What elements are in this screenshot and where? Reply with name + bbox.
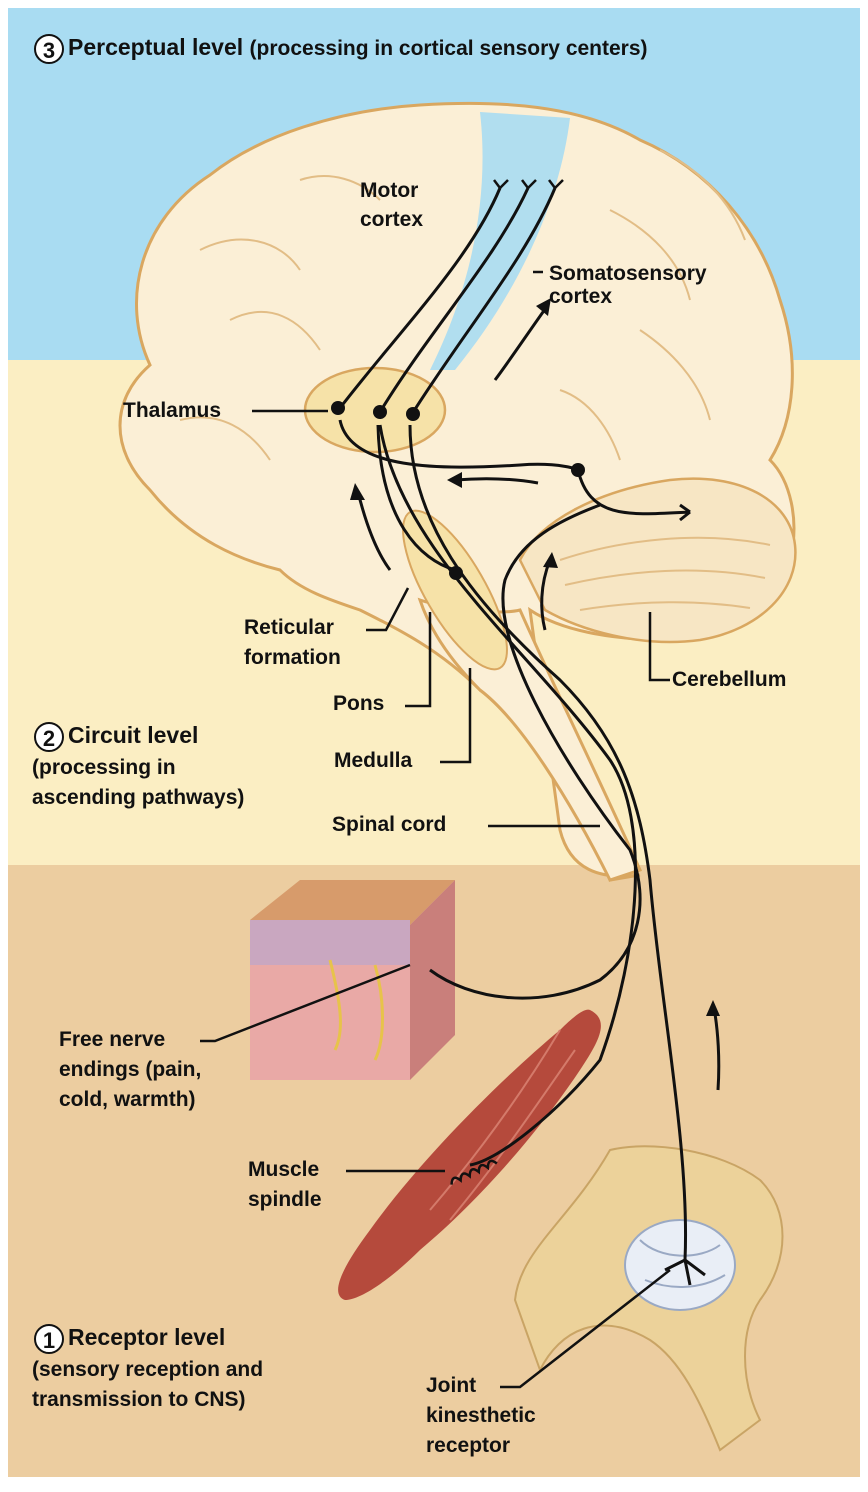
reticular-formation-label-2: formation [244, 646, 341, 669]
free-nerve-endings-label-3: cold, warmth) [59, 1088, 196, 1111]
cerebellum-label: Cerebellum [672, 668, 787, 691]
receptor-level-title: Receptor level [68, 1324, 226, 1350]
circuit-level-title: Circuit level [68, 722, 199, 748]
joint-receptor-label-3: receptor [426, 1434, 511, 1457]
free-nerve-endings-label-1: Free nerve [59, 1028, 166, 1051]
skin-block [250, 880, 455, 1080]
circuit-level-desc-1: (processing in [32, 756, 176, 779]
motor-cortex-label-1: Motor [360, 179, 419, 202]
muscle-spindle [450, 1159, 498, 1185]
perceptual-level-title: Perceptual level [68, 34, 244, 60]
motor-cortex-label-2: cortex [360, 208, 424, 231]
level-3-badge: 3 [34, 33, 64, 64]
receptor-level-desc-1: (sensory reception and [32, 1358, 264, 1381]
cerebellum [518, 477, 797, 644]
muscle-spindle-label-2: spindle [248, 1188, 322, 1211]
muscle-spindle-label-1: Muscle [248, 1158, 320, 1181]
joint-receptor-label-2: kinesthetic [426, 1404, 536, 1427]
medulla-label: Medulla [334, 749, 413, 772]
hip-joint [513, 1145, 784, 1452]
somatosensory-cortex-label-2: cortex [549, 285, 613, 308]
receptor-level-desc-2: transmission to CNS) [32, 1388, 246, 1411]
level-1-badge: 1 [34, 1323, 64, 1354]
circuit-level-desc-2: ascending pathways) [32, 786, 245, 809]
level-2-badge: 2 [34, 721, 64, 752]
somatosensory-cortex-label-1: Somatosensory [549, 262, 707, 285]
reticular-formation [402, 509, 508, 671]
joint-receptor-label-1: Joint [426, 1374, 477, 1397]
perceptual-level-subtitle: (processing in cortical sensory centers) [249, 37, 648, 60]
pons-label: Pons [333, 692, 385, 715]
muscle [338, 1009, 601, 1300]
thalamus-label: Thalamus [123, 399, 222, 422]
reticular-formation-label-1: Reticular [244, 616, 334, 639]
spinal-cord-label: Spinal cord [332, 813, 447, 836]
free-nerve-endings-label-2: endings (pain, [59, 1058, 202, 1081]
